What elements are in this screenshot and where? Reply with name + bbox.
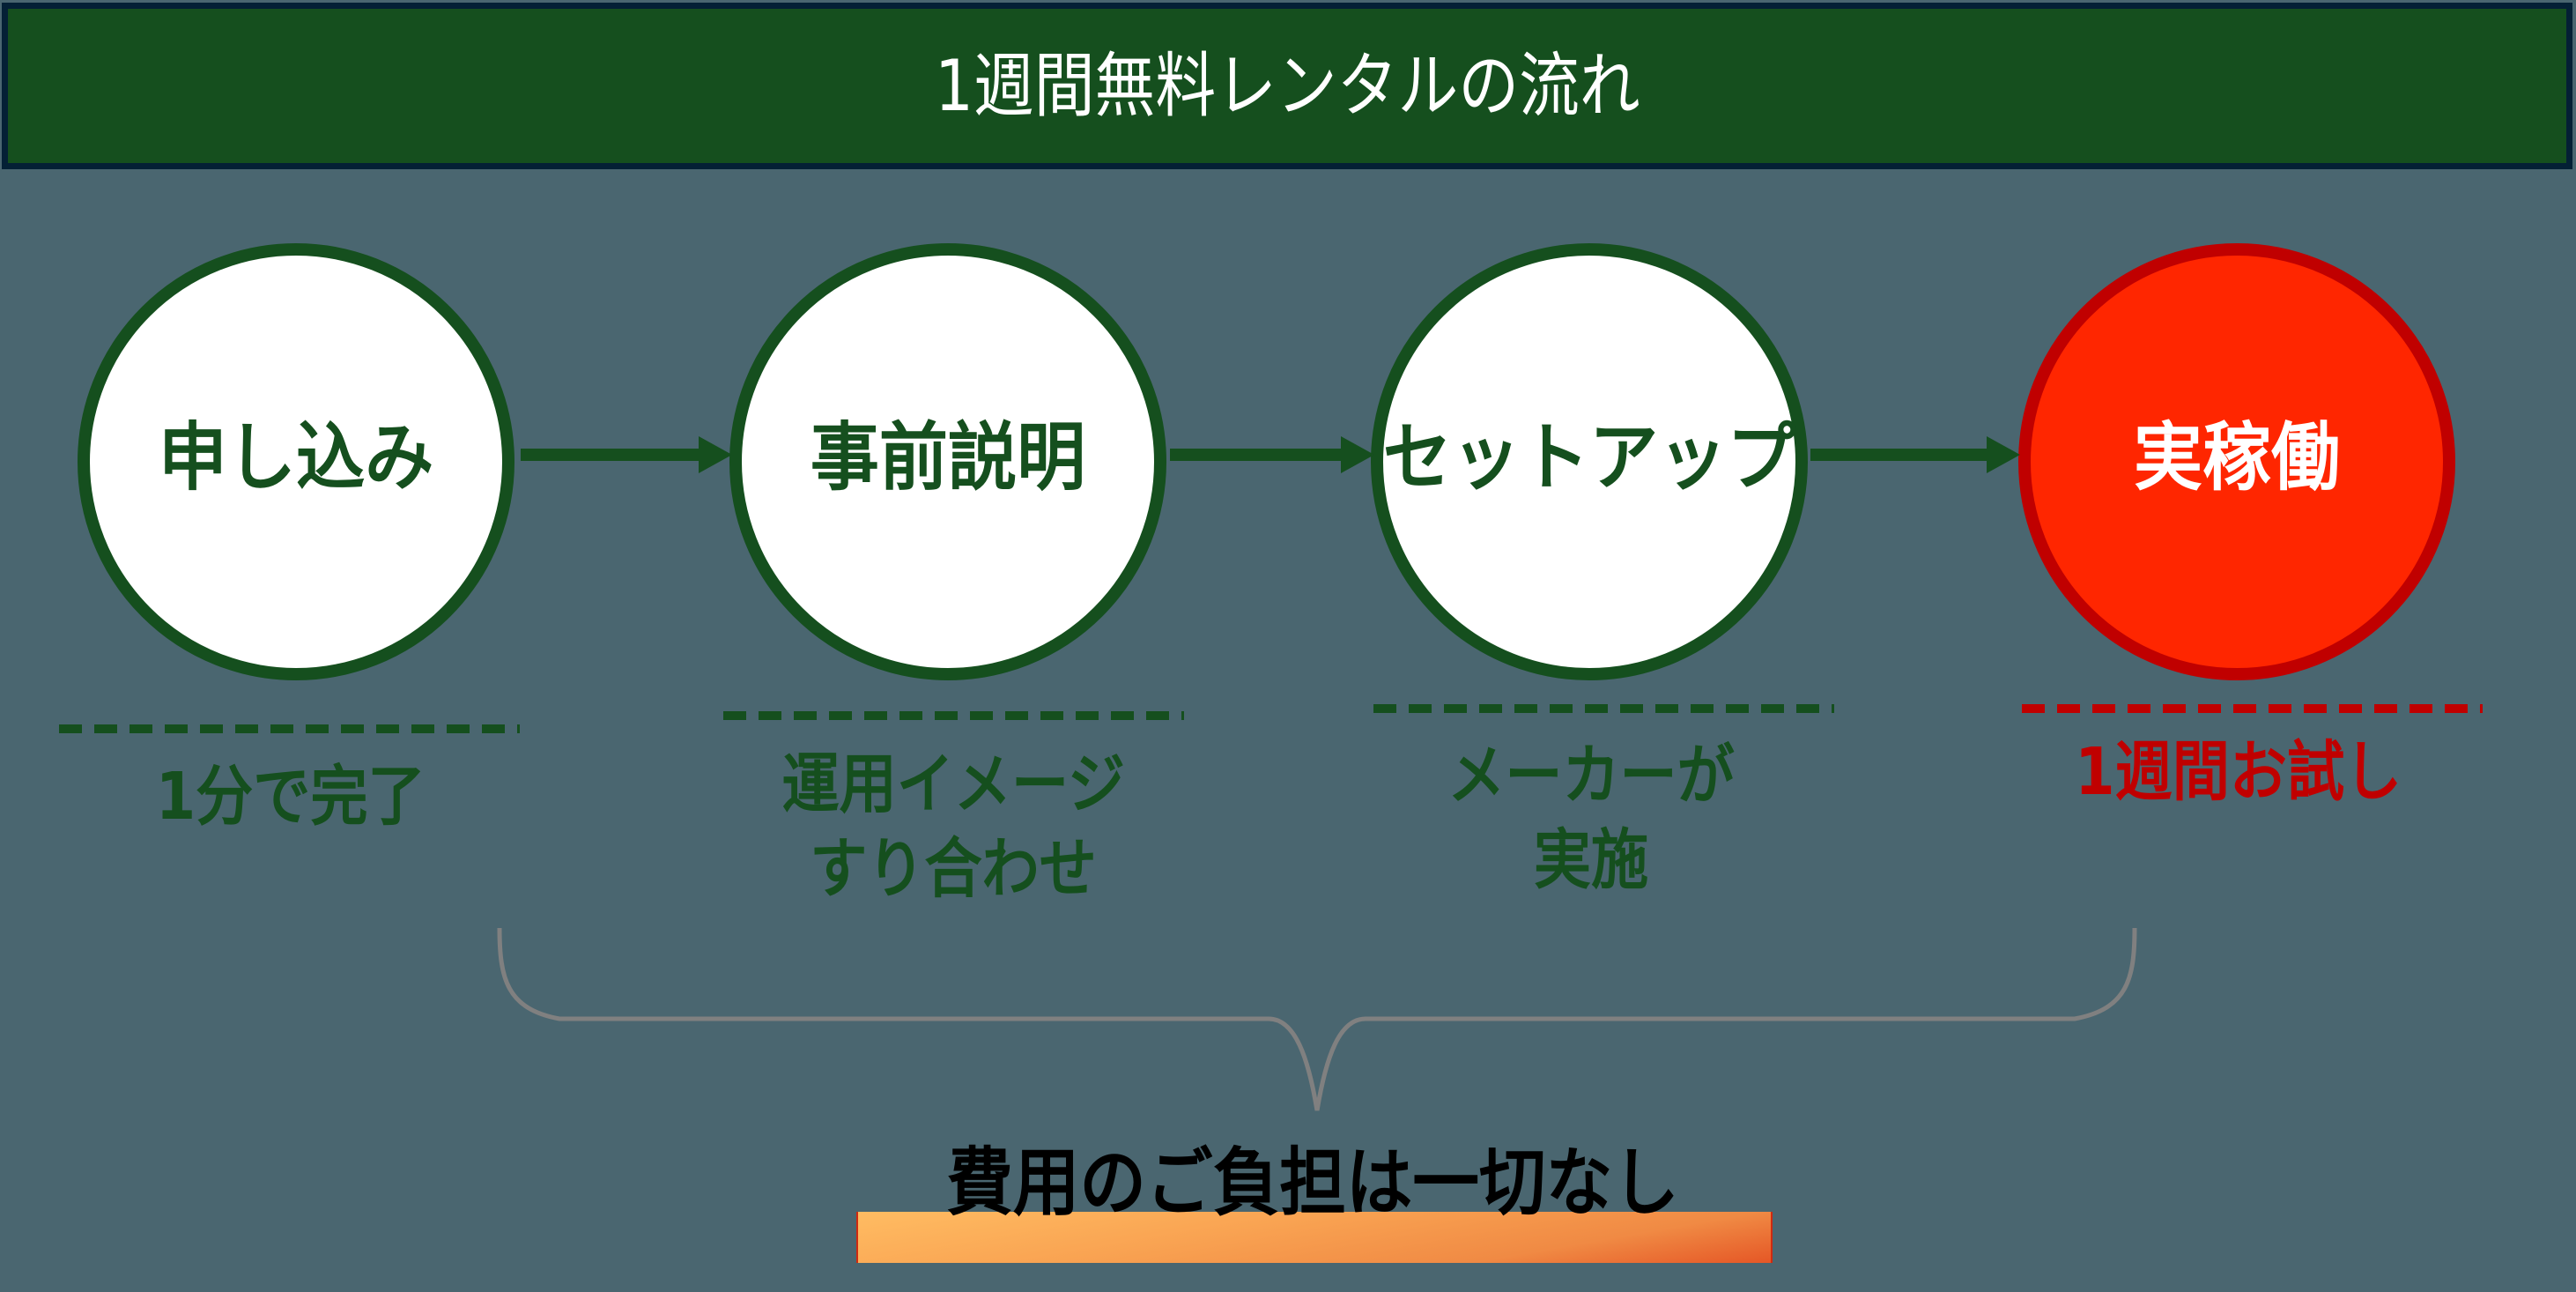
step-description: 1週間お試し bbox=[1974, 730, 2503, 814]
page-title: 1週間無料レンタルの流れ bbox=[934, 44, 1640, 127]
arrow-right-icon bbox=[521, 436, 732, 473]
dashed-divider bbox=[1373, 704, 1834, 713]
dashed-divider bbox=[723, 711, 1184, 720]
step-description-line: メーカーが bbox=[1447, 738, 1735, 813]
title-banner: 1週間無料レンタルの流れ bbox=[2, 3, 2572, 169]
summary-highlight-bar bbox=[856, 1212, 1773, 1263]
step-circle-operation: 実稼働 bbox=[2018, 243, 2455, 680]
step-description-line: 運用イメージ bbox=[781, 746, 1125, 822]
step-circle-apply: 申し込み bbox=[78, 243, 514, 680]
step-label: 実稼働 bbox=[2133, 414, 2341, 501]
step-description-line: すり合わせ bbox=[810, 831, 1097, 907]
step-description: メーカーが 実施 bbox=[1327, 733, 1855, 902]
dashed-divider bbox=[2022, 704, 2483, 713]
step-description-line: 実施 bbox=[1533, 822, 1649, 898]
step-circle-setup: セットアップ bbox=[1371, 243, 1808, 680]
step-description-line: 1週間お試し bbox=[2075, 734, 2402, 810]
step-label: 申し込み bbox=[158, 414, 434, 501]
step-description: 運用イメージ すり合わせ bbox=[689, 742, 1218, 911]
arrow-right-icon bbox=[1170, 436, 1374, 473]
arrow-right-icon bbox=[1810, 436, 2020, 473]
step-label: 事前説明 bbox=[810, 414, 1086, 501]
summary-text: 費用のご負担は一切なし bbox=[793, 1146, 1832, 1220]
curly-brace-icon bbox=[497, 927, 2137, 1111]
dashed-divider bbox=[59, 724, 520, 733]
step-circle-pre-briefing: 事前説明 bbox=[729, 243, 1166, 680]
summary-text-content: 費用のご負担は一切なし bbox=[946, 1140, 1679, 1226]
step-description: 1分で完了 bbox=[26, 754, 555, 839]
step-label: セットアップ bbox=[1382, 414, 1796, 501]
step-description-line: 1分で完了 bbox=[156, 759, 426, 835]
